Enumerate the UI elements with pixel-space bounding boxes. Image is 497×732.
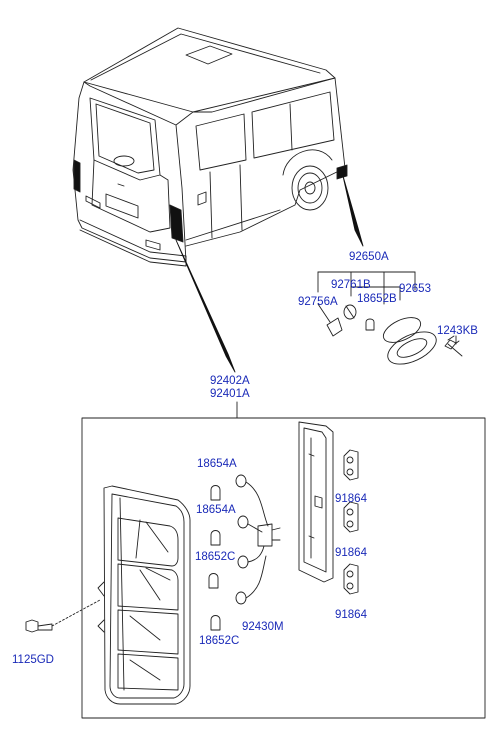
- wiring-harness: [235, 474, 281, 605]
- label-18654a-2[interactable]: 18654A: [196, 504, 236, 516]
- label-18652b[interactable]: 18652B: [357, 293, 397, 305]
- label-1243kb[interactable]: 1243KB: [437, 325, 478, 337]
- label-91864-1[interactable]: 91864: [335, 493, 367, 505]
- label-1125gd[interactable]: 1125GD: [12, 654, 54, 666]
- right-taillamp-on-van: [169, 204, 184, 243]
- label-92401a[interactable]: 92401A: [210, 388, 250, 400]
- bulbs-column: [208, 485, 221, 631]
- pointer-arrow-taillamp: [175, 239, 236, 373]
- label-18654a-1[interactable]: 18654A: [197, 458, 237, 470]
- sockets-right: [343, 449, 359, 595]
- bolt-1125gd: [25, 599, 101, 633]
- label-91864-2[interactable]: 91864: [335, 547, 367, 559]
- label-92653[interactable]: 92653: [399, 283, 431, 295]
- lamp-body-vertical: [298, 421, 334, 583]
- label-92761b[interactable]: 92761B: [331, 279, 371, 291]
- label-18652c-1[interactable]: 18652C: [195, 551, 236, 563]
- taillamp-assembly-box: [81, 417, 486, 719]
- label-92430m[interactable]: 92430M: [242, 621, 284, 633]
- pointer-arrow-side-lamp: [342, 175, 364, 247]
- label-18652c-2[interactable]: 18652C: [199, 635, 240, 647]
- left-taillamp-on-van: [73, 159, 81, 193]
- side-marker-assembly: [317, 271, 463, 365]
- label-92402a[interactable]: 92402A: [210, 375, 250, 387]
- taillamp-housing: [97, 485, 191, 705]
- side-marker-on-van: [336, 164, 348, 180]
- label-92756a[interactable]: 92756A: [298, 296, 338, 308]
- label-91864-3[interactable]: 91864: [335, 609, 367, 621]
- label-92650a[interactable]: 92650A: [349, 251, 389, 263]
- van-illustration: [72, 27, 348, 267]
